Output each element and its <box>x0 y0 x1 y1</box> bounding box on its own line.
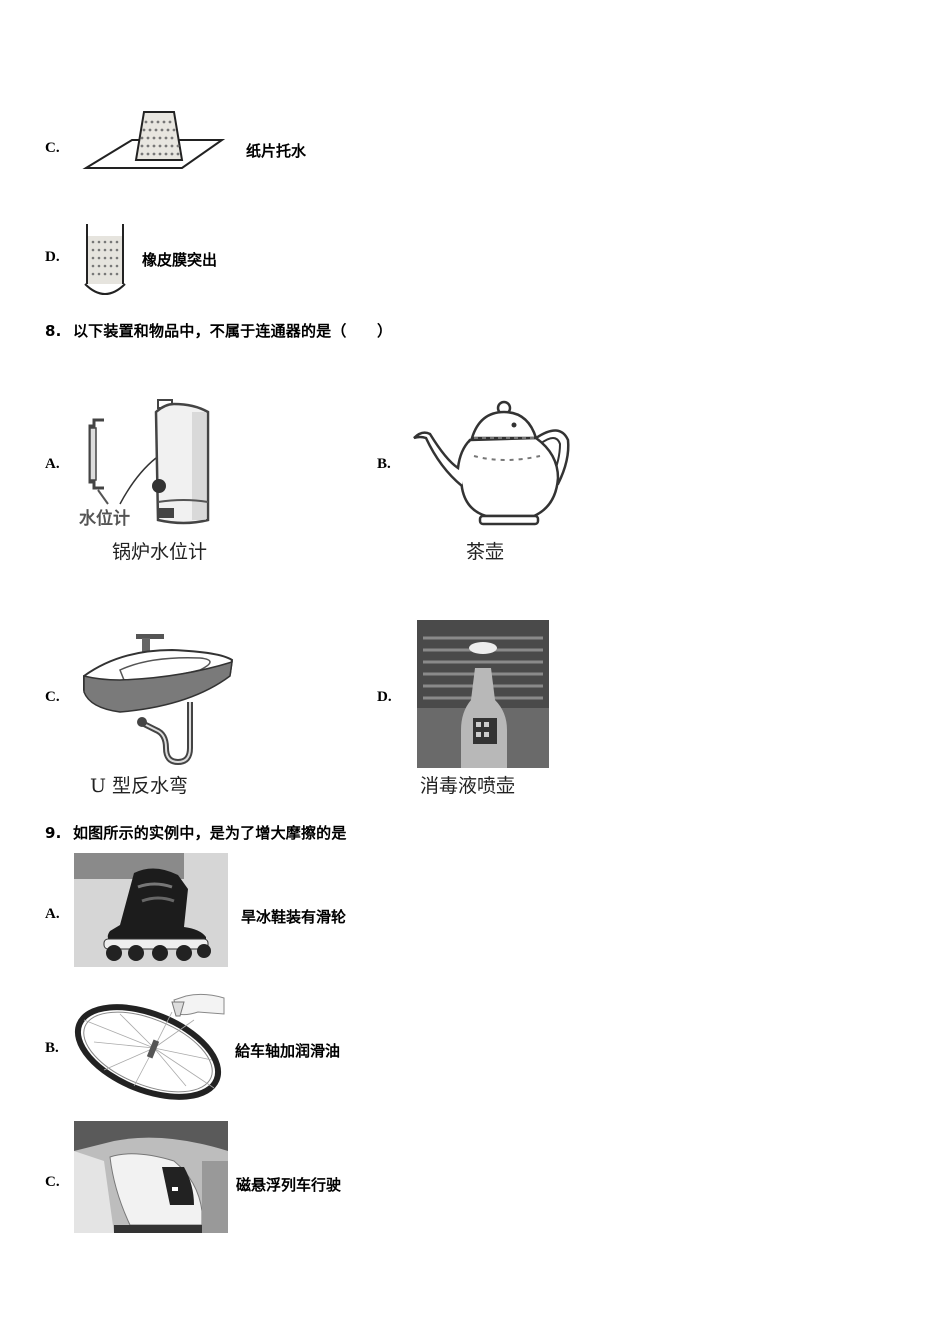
paper-holding-water-figure <box>82 108 232 172</box>
q8-option-c-letter: C. <box>45 689 60 705</box>
q7-option-c-letter: C. <box>45 140 60 156</box>
boiler-icon <box>88 399 210 525</box>
rubber-membrane-figure <box>82 222 128 298</box>
cup-on-paper-icon <box>82 111 226 169</box>
q7-option-d-caption: 橡皮膜突出 <box>142 251 218 269</box>
teapot-icon <box>413 400 570 526</box>
q8-option-a-caption: 锅炉水位计 <box>112 541 208 563</box>
question-8-text: 以下装置和物品中，不属于连通器的是（ ） <box>72 322 393 340</box>
q8-option-d-letter: D. <box>377 689 392 705</box>
q9-option-a-letter: A. <box>45 906 60 922</box>
question-8: 8. 以下装置和物品中，不属于连通器的是（ ） <box>45 320 392 341</box>
boiler-water-gauge-figure <box>76 394 216 529</box>
q8-option-c-caption: U 型反水弯 <box>90 775 189 797</box>
question-9-text: 如图所示的实例中，是为了增大摩擦的是 <box>72 824 347 842</box>
q7-option-c-caption: 纸片托水 <box>246 142 307 160</box>
question-9: 9. 如图所示的实例中，是为了增大摩擦的是 <box>45 822 347 843</box>
q8-option-b-letter: B. <box>377 456 391 472</box>
roller-skate-icon <box>74 853 228 967</box>
spray-bottle-photo-icon <box>417 620 549 768</box>
sink-icon <box>83 634 234 766</box>
roller-skate-photo <box>74 853 228 967</box>
teapot-figure <box>410 398 575 530</box>
maglev-train-photo <box>74 1121 228 1233</box>
maglev-train-icon <box>74 1121 228 1233</box>
water-gauge-inner-label: 水位计 <box>79 509 130 529</box>
q8-option-b-caption: 茶壶 <box>466 541 505 563</box>
q9-option-b-letter: B. <box>45 1040 59 1056</box>
q8-option-a-letter: A. <box>45 456 60 472</box>
question-9-number: 9. <box>45 824 62 842</box>
bicycle-wheel-icon <box>74 993 225 1100</box>
q9-option-c-caption: 磁悬浮列车行驶 <box>236 1176 342 1194</box>
spray-bottle-figure <box>417 620 549 768</box>
sink-u-trap-figure <box>80 630 240 770</box>
bicycle-wheel-oiling-photo <box>74 990 226 1100</box>
q8-option-d-caption: 消毒液喷壶 <box>420 775 516 797</box>
question-8-number: 8. <box>45 322 62 340</box>
q9-option-a-caption: 旱冰鞋装有滑轮 <box>241 908 347 926</box>
q7-option-d-letter: D. <box>45 249 60 265</box>
tube-with-membrane-icon <box>84 224 126 295</box>
q9-option-c-letter: C. <box>45 1174 60 1190</box>
q9-option-b-caption: 給车轴加润滑油 <box>235 1042 341 1060</box>
